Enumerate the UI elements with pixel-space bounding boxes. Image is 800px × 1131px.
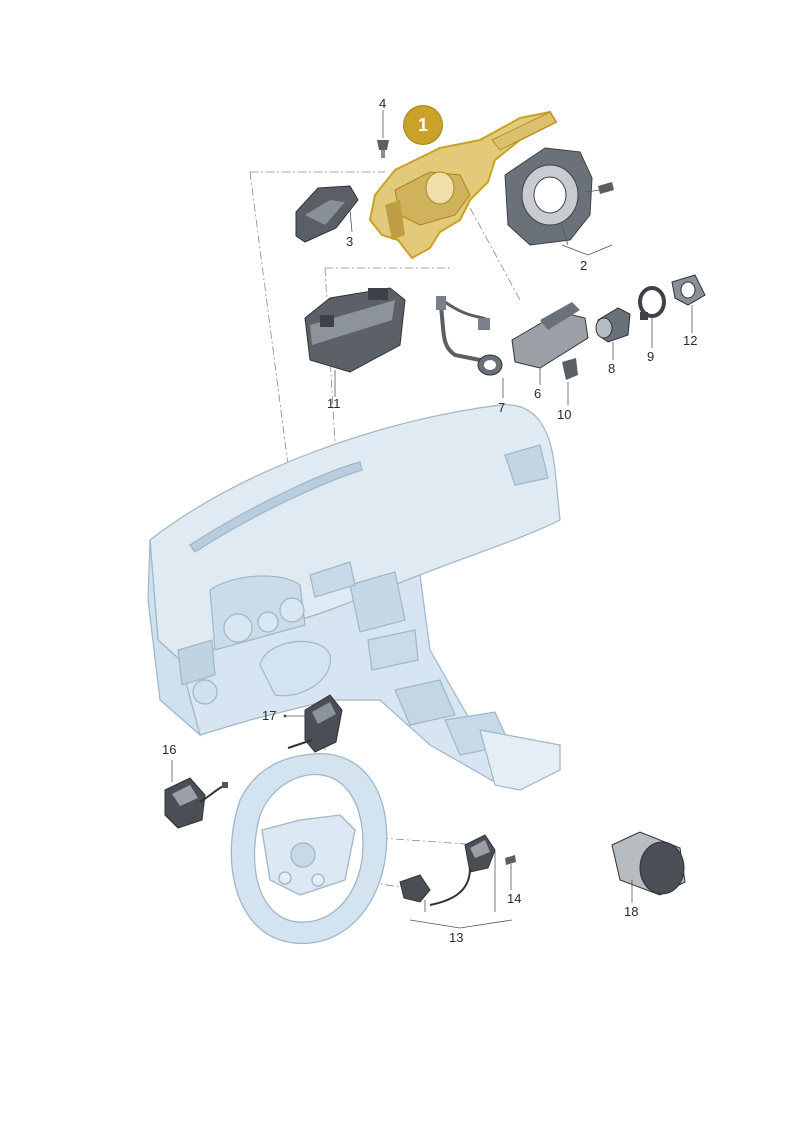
part-18-airbag-unit [611, 831, 686, 903]
part-16-button [164, 760, 228, 829]
steering-wheel [230, 753, 388, 945]
callout-12: 12 [683, 333, 698, 348]
callout-13: 13 [449, 930, 464, 945]
part-11-control-module [304, 287, 406, 397]
part-17-button [283, 694, 343, 753]
callout-11: 11 [327, 396, 341, 411]
callout-3: 3 [346, 234, 354, 249]
callout-7: 7 [498, 400, 506, 415]
part-14-screw [505, 855, 516, 890]
part-1-column-switch [368, 110, 558, 260]
part-2-clock-spring [504, 147, 614, 256]
callout-16: 16 [162, 742, 177, 757]
callout-6: 6 [534, 386, 542, 401]
callout-9: 9 [647, 349, 655, 364]
part-9-ring [638, 286, 666, 348]
callout-2: 2 [580, 258, 588, 273]
part-10-clip [562, 358, 578, 405]
callout-4: 4 [379, 96, 387, 111]
callout-1-badge: 1 [404, 106, 442, 144]
callout-10: 10 [557, 407, 572, 422]
part-12-trim-ring [671, 274, 706, 333]
dashboard [147, 404, 561, 791]
part-8-lock-cylinder [595, 307, 631, 360]
callout-17: 17 [262, 708, 277, 723]
callout-8: 8 [608, 361, 616, 376]
part-4-screw [377, 110, 389, 158]
part-6-lock-housing [511, 302, 589, 385]
callout-18: 18 [624, 904, 639, 919]
part-7-wiring-harness [436, 296, 504, 398]
part-13-wheel-buttons [399, 834, 513, 929]
callout-14: 14 [507, 891, 522, 906]
part-3-bracket [295, 185, 359, 243]
